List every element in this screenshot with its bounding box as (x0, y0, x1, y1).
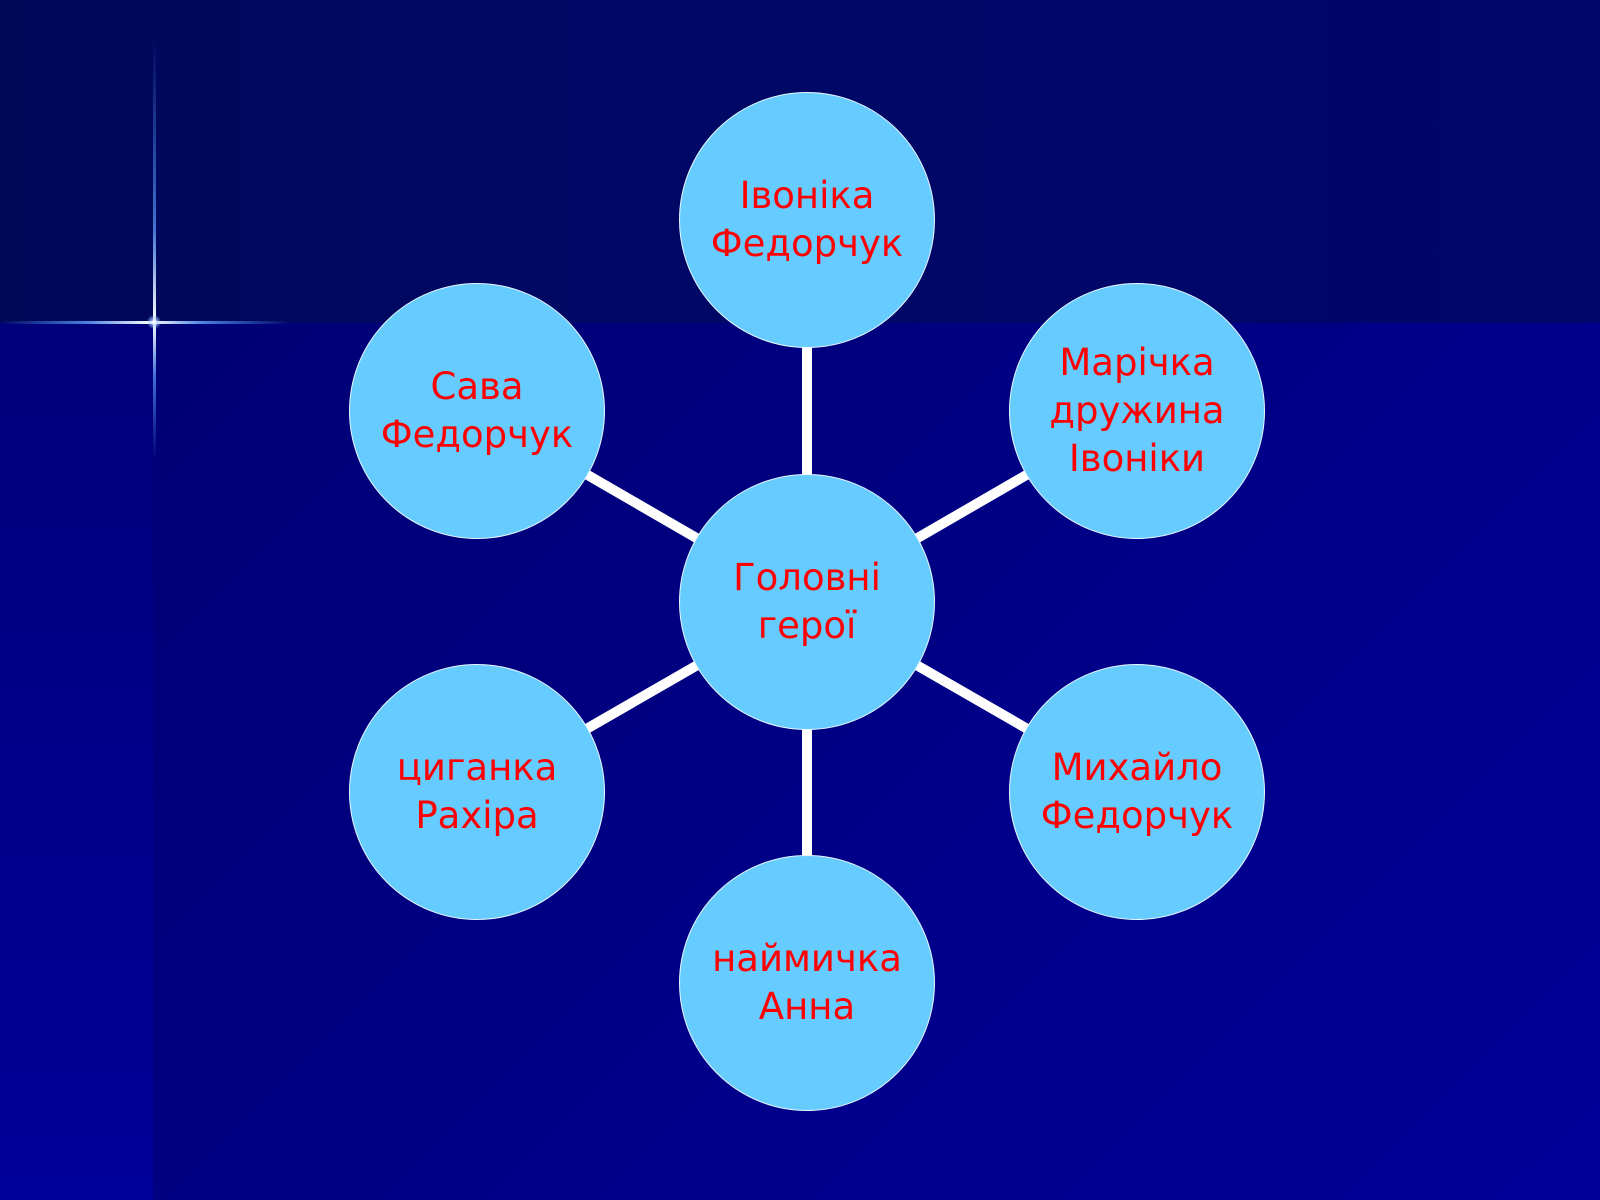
node-label: Івоніка Федорчук (710, 174, 904, 265)
sparkle-horizontal-ray (0, 321, 290, 324)
node-naimychka-anna: наймичка Анна (679, 855, 935, 1111)
node-label: Михайло Федорчук (1040, 746, 1234, 837)
node-marichka: Марічка дружина Івоніки (1009, 283, 1265, 539)
background-left-lower (0, 323, 153, 1200)
node-mykhailo-fedorchuk: Михайло Федорчук (1009, 664, 1265, 920)
node-sava-fedorchuk: Сава Федорчук (349, 283, 605, 539)
center-label: Головні герої (733, 556, 881, 647)
sparkle-star-icon (147, 315, 161, 329)
sparkle-vertical-ray (153, 40, 156, 460)
node-label: циганка Рахіра (396, 746, 558, 837)
node-label: наймичка Анна (712, 937, 902, 1028)
node-tsyhanka-rakhira: циганка Рахіра (349, 664, 605, 920)
node-ivonika-fedorchuk: Івоніка Федорчук (679, 92, 935, 348)
node-center-main-heroes: Головні герої (679, 474, 935, 730)
node-label: Сава Федорчук (380, 365, 574, 456)
node-label: Марічка дружина Івоніки (1049, 341, 1225, 480)
